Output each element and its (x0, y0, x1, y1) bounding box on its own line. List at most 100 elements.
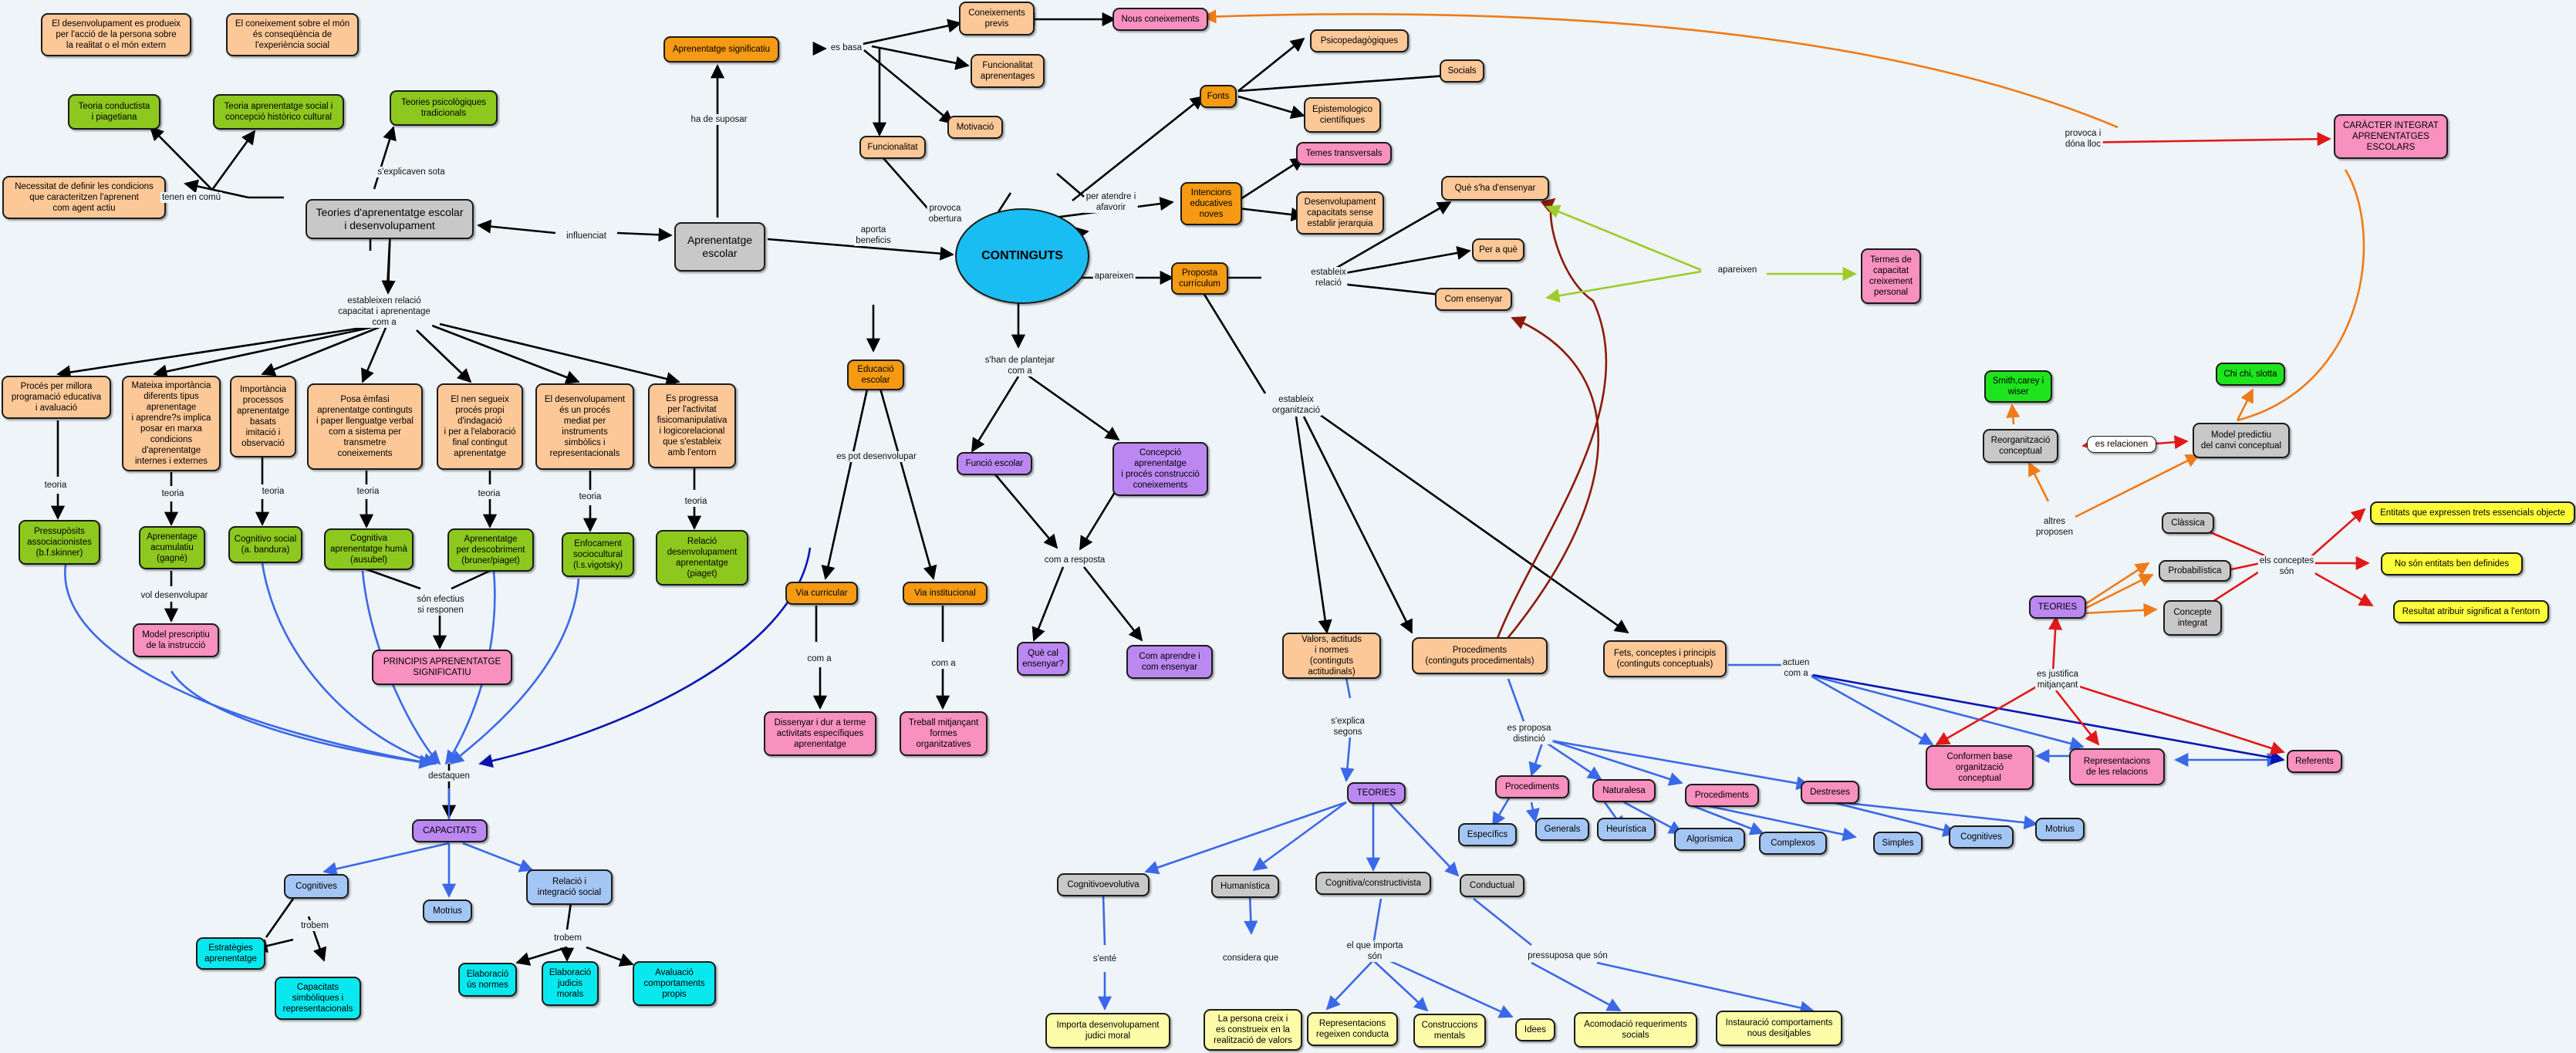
node-motivacio[interactable]: Motivació (947, 116, 1003, 139)
node-socials[interactable]: Socials (1440, 59, 1484, 83)
node-es-progressa[interactable]: Es progressa per l'activitat fisicomanip… (648, 383, 736, 468)
node-humanistica[interactable]: Humanística (1211, 875, 1279, 898)
node-necessitat-definir[interactable]: Necessitat de definir les condicions que… (2, 176, 166, 219)
node-mateixa-importancia[interactable]: Mateixa importància diferents tipus apre… (122, 376, 221, 471)
node-principis-aprenentatge[interactable]: PRINCIPIS APRENENTATGE SIGNIFICATIU (372, 650, 512, 685)
node-fonts[interactable]: Fonts (1200, 85, 1237, 108)
node-capacitats[interactable]: CAPACITATS (412, 819, 488, 842)
node-especifics[interactable]: Específics (1458, 823, 1517, 846)
node-procediments-1[interactable]: Procediments (1495, 775, 1569, 798)
node-concepte-integrat[interactable]: Concepte integrat (2163, 600, 2222, 636)
node-aprenentatge-significatiu[interactable]: Aprenentatge significatiu (663, 36, 779, 62)
node-representacions-relacions[interactable]: Representacions de les relacions (2069, 748, 2165, 785)
node-que-cal-ensenyar[interactable]: Què cal ensenyar? (1017, 642, 1069, 676)
node-epistemologico[interactable]: Epistemologico científiques (1304, 97, 1381, 133)
node-relacio-desenvolupament[interactable]: Relació desenvolupament aprenentatge (pi… (656, 530, 748, 586)
node-teories-aprenentatge-escolar[interactable]: Teories d'aprenentatge escolar i desenvo… (306, 199, 474, 239)
node-cognitiva-aprenentatge[interactable]: Cognitiva aprenentatge humà (ausubel) (324, 528, 414, 570)
node-desenvolupament-accio[interactable]: El desenvolupament es produeix per l'acc… (41, 13, 191, 56)
node-posa-emfasi[interactable]: Posa èmfasi aprenentatge continguts i pa… (307, 383, 423, 470)
node-idees[interactable]: Idees (1515, 1018, 1555, 1041)
node-reorganitzacio-conceptual[interactable]: Reorganització conceptual (1983, 429, 2058, 463)
node-desenvolupament-capacitats[interactable]: Desenvolupament capacitats sense establi… (1296, 191, 1384, 235)
node-dissenyar-activitats[interactable]: Dissenyar i dur a terme activitats espec… (764, 711, 876, 756)
node-motrius[interactable]: Motrius (423, 899, 472, 923)
node-entitats-trets[interactable]: Entitats que expressen trets essencials … (2370, 501, 2575, 525)
node-conformen-base[interactable]: Conformen base organització conceptual (1926, 745, 2034, 790)
node-construccions-mentals[interactable]: Construccions mentals (1413, 1014, 1486, 1048)
node-via-institucional[interactable]: Via institucional (903, 582, 988, 605)
node-temes-transversals[interactable]: Temes transversals (1296, 142, 1392, 165)
node-nous-coneixements[interactable]: Nous coneixements (1112, 8, 1208, 31)
node-cognitivo-social[interactable]: Cognitivo social (a. bandura) (228, 526, 302, 563)
node-capacitats-simboliques[interactable]: Capacitats simbòliques i representaciona… (275, 977, 361, 1020)
node-proces-millora[interactable]: Procés per millora programació educativa… (2, 376, 111, 419)
node-pressuposits-associacionistes[interactable]: Pressupòsits associacionistes (b.f.skinn… (19, 520, 100, 565)
node-com-ensenyar[interactable]: Com ensenyar (1435, 288, 1512, 311)
node-aprenentage-acumulatiu[interactable]: Aprenentage acumulatiu (gagné) (139, 526, 205, 569)
node-funcio-escolar[interactable]: Funció escolar (957, 452, 1032, 475)
node-algorismica[interactable]: Algorísmica (1674, 828, 1745, 851)
node-concepcio-aprenentatge[interactable]: Concepció aprenentatge i procés construc… (1112, 442, 1208, 496)
node-representacions-conducta[interactable]: Representacions regeixen conducta (1307, 1012, 1398, 1046)
node-aprenentatge-descobriment[interactable]: Aprenentatge per descobriment (bruner/pi… (447, 528, 534, 572)
node-importancia-processos[interactable]: Importància processos aprenentatge basat… (230, 376, 296, 457)
node-cognitivoevolutiva[interactable]: Cognitivoevolutiva (1057, 873, 1150, 896)
node-procediments-continguts[interactable]: Procediments (continguts procedimentals) (1412, 637, 1548, 674)
node-com-aprendre[interactable]: Com aprendre i com ensenyar (1126, 645, 1213, 679)
node-instauracio-comportaments[interactable]: Instauració comportaments nous desitjabl… (1716, 1011, 1842, 1046)
node-enfocament-sociocultural[interactable]: Enfocament sociocultural (l.s.vigotsky) (562, 532, 634, 577)
node-que-sha-densenyar[interactable]: Què s'ha d'ensenyar (1441, 176, 1549, 201)
node-heuristica[interactable]: Heurística (1597, 818, 1656, 841)
node-generals[interactable]: Generals (1535, 818, 1589, 841)
node-per-a-que[interactable]: Per a què (1472, 238, 1524, 262)
node-model-predictiu[interactable]: Model predictiu del canvi conceptual (2193, 423, 2290, 458)
node-no-entitats[interactable]: No són entitats ben definides (2381, 552, 2523, 575)
node-motrius-destreses[interactable]: Motrius (2035, 818, 2085, 841)
node-importa-desenvolupament[interactable]: Importa desenvolupament judici moral (1045, 1013, 1170, 1048)
node-destreses[interactable]: Destreses (1801, 781, 1859, 804)
node-valors-actituds[interactable]: Valors, actituds i normes (continguts ac… (1282, 633, 1381, 679)
node-classica[interactable]: Clàssica (2162, 512, 2214, 534)
node-fets-conceptes[interactable]: Fets, conceptes i principis (continguts … (1603, 640, 1727, 677)
node-coneixement-social[interactable]: El coneixement sobre el món és conseqüèn… (226, 13, 359, 56)
node-intencions-educatives[interactable]: Intencions educatives noves (1180, 182, 1242, 225)
node-smith-carey-wiser[interactable]: Smith,carey i wiser (1984, 370, 2052, 403)
node-educacio-escolar[interactable]: Educació escolar (847, 359, 904, 390)
node-acomodacio-requeriments[interactable]: Acomodació requeriments socials (1574, 1012, 1697, 1048)
node-referents[interactable]: Referents (2287, 750, 2342, 773)
node-estrategies-aprenentatge[interactable]: Estratègies aprenentatge (196, 937, 265, 970)
node-proposta-curriculum[interactable]: Proposta currículum (1171, 262, 1228, 295)
node-complexos[interactable]: Complexos (1759, 832, 1827, 855)
node-continguts[interactable]: CONTINGUTS (955, 208, 1089, 304)
node-elaboracio-normes[interactable]: Elaboració ús normes (458, 963, 517, 997)
node-funcionalitat-aprenentatges[interactable]: Funcionalitat aprenentages (971, 54, 1045, 88)
node-relacio-integracio-social[interactable]: Relació i integració social (526, 869, 613, 905)
node-caracter-integrat[interactable]: CARÀCTER INTEGRAT APRENENTATGES ESCOLARS (2334, 114, 2448, 159)
node-treball-formes[interactable]: Treball mitjançant formes organitzatives (900, 711, 988, 756)
node-nen-segueix[interactable]: El nen segueix procés propi d'indagació … (437, 383, 523, 470)
node-resultat-atribuir[interactable]: Resultat atribuir significat a l'entorn (2393, 600, 2549, 623)
node-cognitiva-constructivista[interactable]: Cognitiva/constructivista (1315, 872, 1431, 895)
node-desenvolupament-mediat[interactable]: El desenvolupament és un procés mediat p… (535, 383, 634, 470)
node-probabilistica[interactable]: Probabilística (2159, 560, 2231, 582)
node-avaluacio-comportaments[interactable]: Avaluació comportaments propis (633, 961, 716, 1006)
node-procediments-2[interactable]: Procediments (1685, 784, 1759, 807)
node-coneixements-previs[interactable]: Coneixements previs (959, 2, 1035, 35)
node-cognitives-destreses[interactable]: Cognitives (1949, 825, 2014, 849)
node-conductual[interactable]: Conductual (1460, 874, 1524, 897)
node-elaboracio-judicis[interactable]: Elaboració judicis morals (542, 961, 599, 1006)
node-es-relacionen[interactable]: es relacionen (2087, 436, 2156, 453)
node-psicopedagogiques[interactable]: Psicopedagògiques (1310, 29, 1409, 52)
node-persona-creix[interactable]: La persona creix i es construeix en la r… (1204, 1009, 1302, 1051)
node-via-curricular[interactable]: Via curricular (785, 582, 858, 605)
node-funcionalitat[interactable]: Funcionalitat (859, 136, 926, 159)
node-teoria-conductista[interactable]: Teoria conductista i piagetiana (68, 94, 160, 130)
node-chi-chi-slotta[interactable]: Chi chi, slotta (2216, 363, 2285, 386)
node-simples[interactable]: Simples (1873, 832, 1923, 855)
node-cognitives[interactable]: Cognitives (284, 874, 349, 899)
node-aprenentatge-escolar[interactable]: Aprenentatge escolar (674, 222, 765, 272)
node-naturalesa[interactable]: Naturalesa (1592, 779, 1656, 802)
node-teories-psicologiques[interactable]: Teories psicològiques tradicionals (390, 90, 498, 126)
node-termes-capacitat[interactable]: Termes de capacitat creixement personal (1861, 248, 1921, 304)
